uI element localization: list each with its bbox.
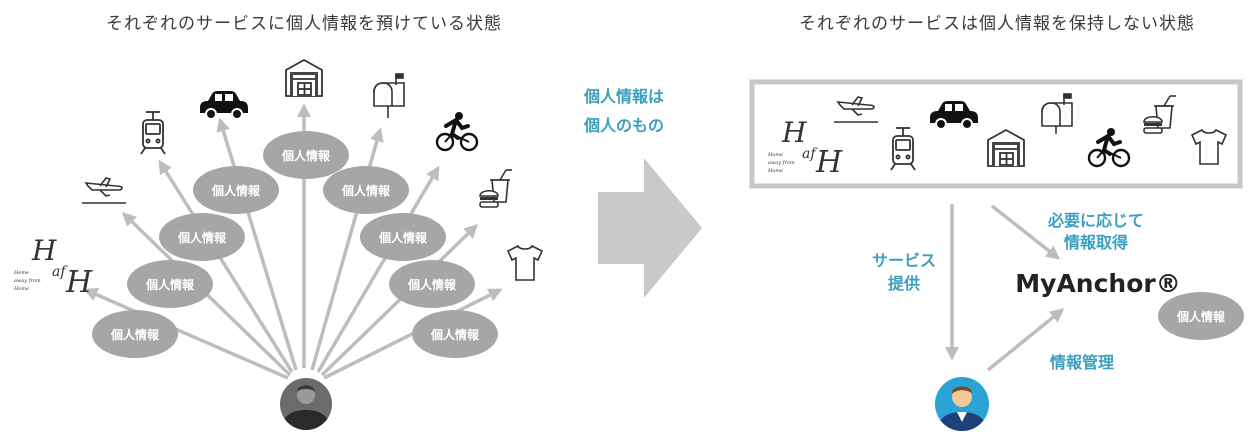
svg-text:個人情報: 個人情報	[407, 277, 457, 292]
services-box	[749, 79, 1243, 189]
svg-text:個人情報: 個人情報	[110, 327, 160, 342]
hafh-logo-right: H af H Home away from Home	[767, 116, 843, 180]
svg-text:af: af	[52, 264, 68, 280]
label-service-line1: サービス	[872, 251, 936, 270]
label-service-line2: 提供	[888, 274, 920, 293]
svg-text:個人情報: 個人情報	[341, 183, 391, 198]
svg-text:個人情報: 個人情報	[211, 183, 261, 198]
svg-text:af: af	[802, 146, 818, 162]
svg-text:個人情報: 個人情報	[145, 277, 195, 292]
arrow-manage-info	[986, 308, 1065, 372]
arrow-to-hafh	[83, 288, 289, 380]
airplane-icon	[834, 96, 878, 123]
t-shirt-icon	[1190, 128, 1228, 165]
svg-text:H: H	[781, 116, 807, 149]
svg-text:個人情報: 個人情報	[430, 327, 480, 342]
center-message-line1: 個人情報は	[583, 87, 664, 106]
transition-arrow	[598, 158, 702, 298]
myanchor-brand: MyAnchor®	[1015, 269, 1180, 298]
center-message-line2: 個人のもの	[583, 116, 664, 135]
mailbox-icon	[1041, 93, 1073, 134]
svg-text:個人情報: 個人情報	[281, 148, 331, 163]
right-panel-title: それぞれのサービスは個人情報を保持しない状態	[799, 14, 1195, 34]
airplane-icon	[82, 177, 126, 204]
svg-text:away from: away from	[14, 278, 41, 284]
svg-text:個人情報: 個人情報	[378, 230, 428, 245]
svg-text:個人情報: 個人情報	[177, 230, 227, 245]
hafh-logo: H af H Home away from Home	[13, 234, 93, 300]
car-icon	[200, 91, 248, 120]
bicycle-icon	[1087, 128, 1131, 168]
svg-text:away from: away from	[768, 160, 795, 166]
label-required-line2: 情報取得	[1064, 233, 1128, 252]
bicycle-icon	[435, 112, 479, 152]
train-icon	[140, 111, 166, 155]
label-manage: 情報管理	[1050, 353, 1114, 372]
car-icon	[930, 101, 978, 130]
mailbox-icon	[373, 73, 405, 118]
right-info-pill-label: 個人情報	[1176, 309, 1226, 324]
svg-text:Home: Home	[13, 286, 29, 292]
t-shirt-icon	[506, 244, 544, 281]
arrow-to-fast-food	[320, 224, 479, 377]
svg-text:Home: Home	[767, 168, 783, 174]
svg-text:Home: Home	[13, 270, 29, 276]
arrow-to-bicycle	[316, 165, 440, 373]
right-user-avatar	[935, 377, 989, 431]
fast-food-icon	[479, 169, 512, 208]
warehouse-icon	[285, 58, 323, 97]
left-user-avatar	[280, 378, 332, 430]
train-icon	[890, 127, 916, 171]
svg-text:H: H	[65, 265, 93, 300]
label-required-line1: 必要に応じて	[1047, 211, 1144, 230]
arrow-acquire-info	[990, 204, 1061, 260]
right-flow-arrows	[945, 204, 1065, 372]
right-info-pill	[1158, 292, 1244, 340]
fast-food-icon	[1143, 95, 1176, 134]
svg-text:H: H	[815, 145, 843, 180]
arrow-to-train	[158, 159, 294, 373]
warehouse-icon	[987, 128, 1025, 167]
svg-text:H: H	[31, 234, 57, 267]
left-info-pills: 個人情報 個人情報 個人情報 個人情報 個人情報 個人情報 個人情報 個人情報 …	[92, 131, 498, 358]
arrow-to-car	[216, 117, 298, 371]
svg-text:Home: Home	[767, 152, 783, 158]
left-panel-title: それぞれのサービスに個人情報を預けている状態	[106, 14, 502, 34]
